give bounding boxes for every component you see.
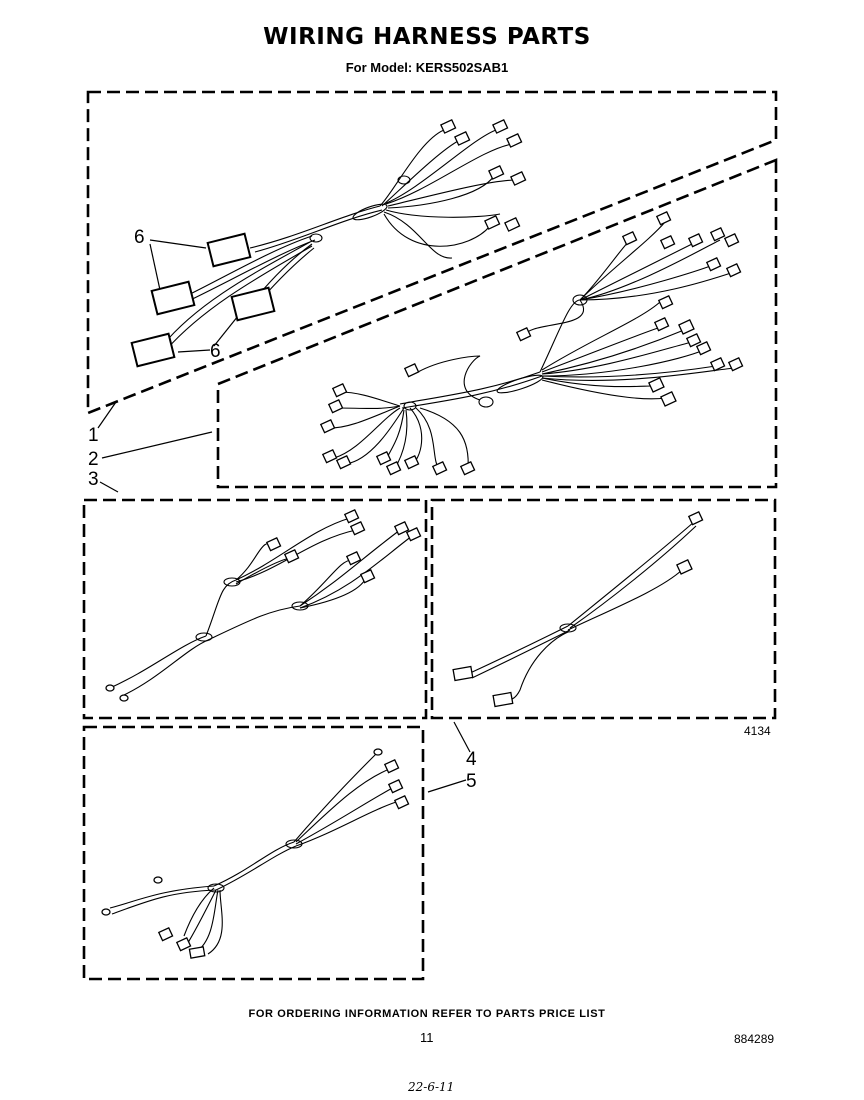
harness-1-sheath <box>309 233 323 243</box>
page-number: 11 <box>420 1030 434 1045</box>
callout-item-5: 5 <box>466 771 477 792</box>
figure-number: 4134 <box>744 724 771 738</box>
harness-2-terminals <box>319 210 744 476</box>
harness-1-terminals <box>440 118 527 232</box>
harness-4-terminals <box>452 510 704 708</box>
harness-2-sheath <box>572 294 588 306</box>
harness-5-sheath <box>207 883 225 893</box>
leader-lines <box>97 239 471 793</box>
page-title: WIRING HARNESS PARTS <box>263 24 591 50</box>
callout-item-4: 4 <box>466 749 477 770</box>
callout-item-6-top: 6 <box>134 227 145 248</box>
harness-2-sheath <box>496 374 544 394</box>
harness-3-sheath <box>195 632 213 642</box>
harness-3-terminals <box>105 508 422 702</box>
harness-5 <box>109 751 403 955</box>
callout-item-6-bottom: 6 <box>210 341 221 362</box>
document-number: 884289 <box>734 1032 775 1046</box>
harness-1-outline <box>86 90 778 415</box>
connector-block <box>150 280 196 316</box>
harness-3-outline <box>82 498 428 720</box>
harness-4-sheath <box>559 623 577 633</box>
connector-block <box>130 332 176 368</box>
callout-item-2: 2 <box>88 449 99 470</box>
harness-5-terminals <box>101 748 410 959</box>
harness-3 <box>109 517 413 697</box>
harness-5-outline <box>82 725 425 981</box>
harness-3-sheath <box>291 601 309 611</box>
connector-block <box>230 286 276 322</box>
callout-item-1: 1 <box>88 425 99 446</box>
harness-4 <box>467 521 697 701</box>
harness-4-outline <box>430 498 777 720</box>
connector-block <box>206 232 252 268</box>
harness-1-sheath <box>397 175 411 185</box>
harness-2-outline <box>216 158 778 489</box>
callout-item-3: 3 <box>88 469 99 490</box>
harness-1-connectors <box>130 232 276 368</box>
harness-2-sheath <box>478 396 494 408</box>
harness-1 <box>161 129 517 351</box>
harness-3-sheath <box>223 577 241 587</box>
harness-5-sheath <box>285 839 303 849</box>
harness-2 <box>329 221 735 471</box>
harness-2-sheath <box>403 401 417 411</box>
handwritten-note: 22-6-11 <box>408 1080 455 1094</box>
model-subtitle: For Model: KERS502SAB1 <box>345 60 509 75</box>
harness-1-sheath <box>352 203 388 221</box>
ordering-info-note: FOR ORDERING INFORMATION REFER TO PARTS … <box>248 1008 606 1020</box>
